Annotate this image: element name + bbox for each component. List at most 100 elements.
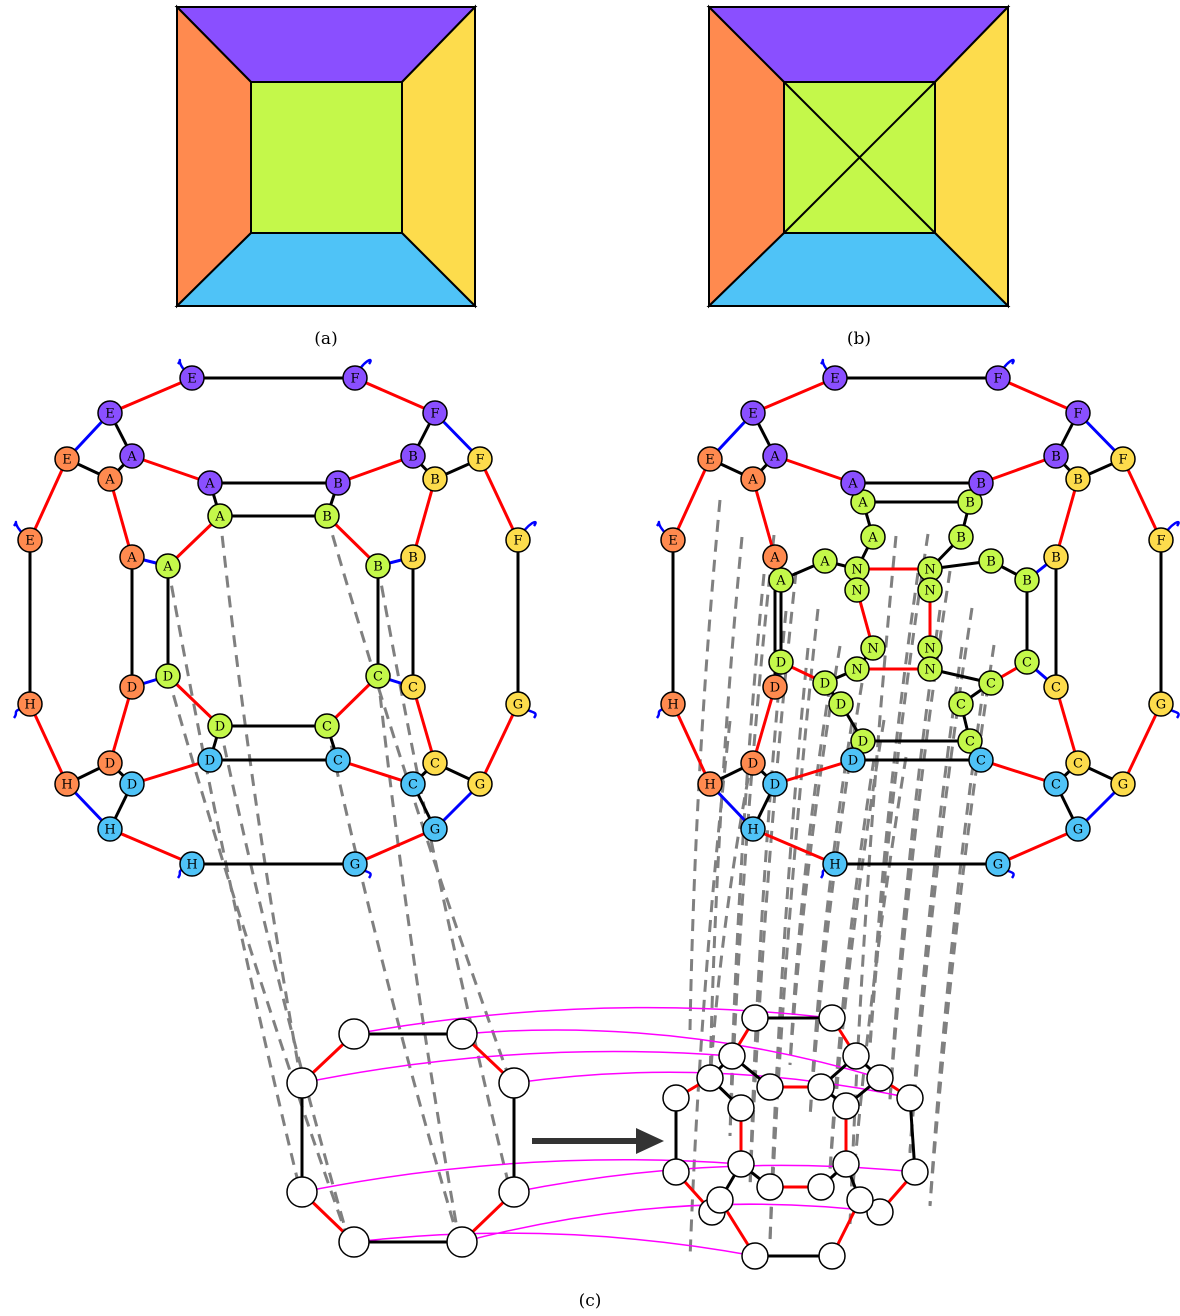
node-circle: [812, 670, 838, 696]
graph-node: B: [422, 466, 448, 492]
graph-node: H: [660, 691, 686, 717]
node-circle: [957, 489, 983, 515]
dashed-correspondence: [218, 725, 352, 1246]
graph-node: [818, 1004, 846, 1032]
node-label: E: [748, 407, 758, 422]
node-circle: [197, 747, 223, 773]
graph-node: N: [844, 656, 870, 682]
graph-edges: [28, 376, 1163, 1258]
node-label: H: [61, 778, 72, 793]
node-label: N: [924, 642, 935, 657]
graph-node: [842, 1042, 870, 1070]
node-label: A: [775, 574, 786, 589]
dashed-correspondence: [166, 675, 352, 1246]
caption-a: (a): [314, 329, 337, 349]
node-label: B: [373, 560, 383, 575]
node-label: B: [1022, 574, 1032, 589]
node-label: C: [1051, 681, 1061, 696]
node-circle: [948, 524, 974, 550]
node-label: C: [976, 754, 986, 769]
node-circle: [422, 400, 448, 426]
edge: [752, 376, 836, 415]
node-circle: [1065, 400, 1091, 426]
graph-node: D: [840, 747, 866, 773]
dashed-correspondence: [688, 720, 732, 1260]
graph-node: [727, 1150, 755, 1178]
graph-node: [832, 1092, 860, 1120]
node-label: B: [430, 473, 440, 488]
node-label: G: [1118, 778, 1128, 793]
node-label: F: [430, 407, 439, 422]
node-circle: [718, 1042, 746, 1070]
graph-node: [338, 1226, 370, 1258]
node-circle: [207, 503, 233, 529]
graph-node: [846, 1186, 874, 1214]
graph-node: E: [697, 446, 723, 472]
dashed-correspondence: [928, 644, 996, 1206]
edge: [411, 686, 437, 764]
graph-node: D: [828, 691, 854, 717]
node-circle: [840, 747, 866, 773]
graph-node: [696, 1064, 724, 1092]
edge: [131, 758, 211, 786]
node-circle: [467, 771, 493, 797]
panel-a: (a): [174, 4, 478, 349]
node-label: C: [1051, 778, 1061, 793]
node-circle: [505, 527, 531, 553]
node-circle: [762, 771, 788, 797]
node-label: G: [1073, 823, 1083, 838]
graph-node: C: [1014, 649, 1040, 675]
edge: [354, 376, 436, 415]
node-label: B: [986, 555, 996, 570]
graph-node: G: [422, 816, 448, 842]
node-label: D: [858, 735, 868, 750]
node-label: G: [513, 698, 523, 713]
node-label: D: [127, 778, 137, 793]
node-label: H: [747, 823, 758, 838]
correspondence-dashes: [166, 499, 996, 1260]
node-label: C: [986, 677, 996, 692]
node-circle: [842, 1042, 870, 1070]
dashed-correspondence: [908, 607, 974, 1153]
node-label: B: [408, 450, 418, 465]
node-label: F: [1156, 534, 1165, 549]
node-circle: [119, 544, 145, 570]
graph-node: [706, 1186, 734, 1214]
arrow-head: [636, 1128, 664, 1154]
graph-node: D: [119, 674, 145, 700]
node-circle: [840, 470, 866, 496]
edge: [1121, 703, 1163, 785]
node-circle: [179, 365, 205, 391]
graph-node: [807, 1173, 835, 1201]
dashed-correspondence: [688, 499, 722, 1031]
graph-node: C: [1043, 674, 1069, 700]
node-label: A: [819, 555, 830, 570]
node-circle: [818, 1242, 846, 1270]
node-label: C: [430, 757, 440, 772]
node-circle: [400, 443, 426, 469]
node-circle: [505, 691, 531, 717]
dashed-correspondence: [848, 535, 898, 1225]
node-label: E: [25, 534, 35, 549]
graph-node: G: [467, 771, 493, 797]
graph-node: E: [17, 527, 43, 553]
node-label: D: [770, 778, 780, 793]
node-circle: [119, 771, 145, 797]
node-label: C: [322, 720, 332, 735]
node-label: A: [847, 477, 858, 492]
node-label: D: [163, 670, 173, 685]
graph-node: G: [1065, 816, 1091, 842]
graph-node: G: [342, 851, 368, 877]
node-label: C: [965, 735, 975, 750]
node-circle: [860, 524, 886, 550]
graph-node: [662, 1084, 690, 1112]
graph-node: [818, 1242, 846, 1270]
node-circle: [17, 691, 43, 717]
face-center-green: [250, 81, 403, 234]
node-label: B: [322, 510, 332, 525]
node-label: E: [187, 372, 197, 387]
edge: [980, 758, 1057, 786]
edge: [1054, 686, 1080, 764]
node-label: E: [705, 453, 715, 468]
